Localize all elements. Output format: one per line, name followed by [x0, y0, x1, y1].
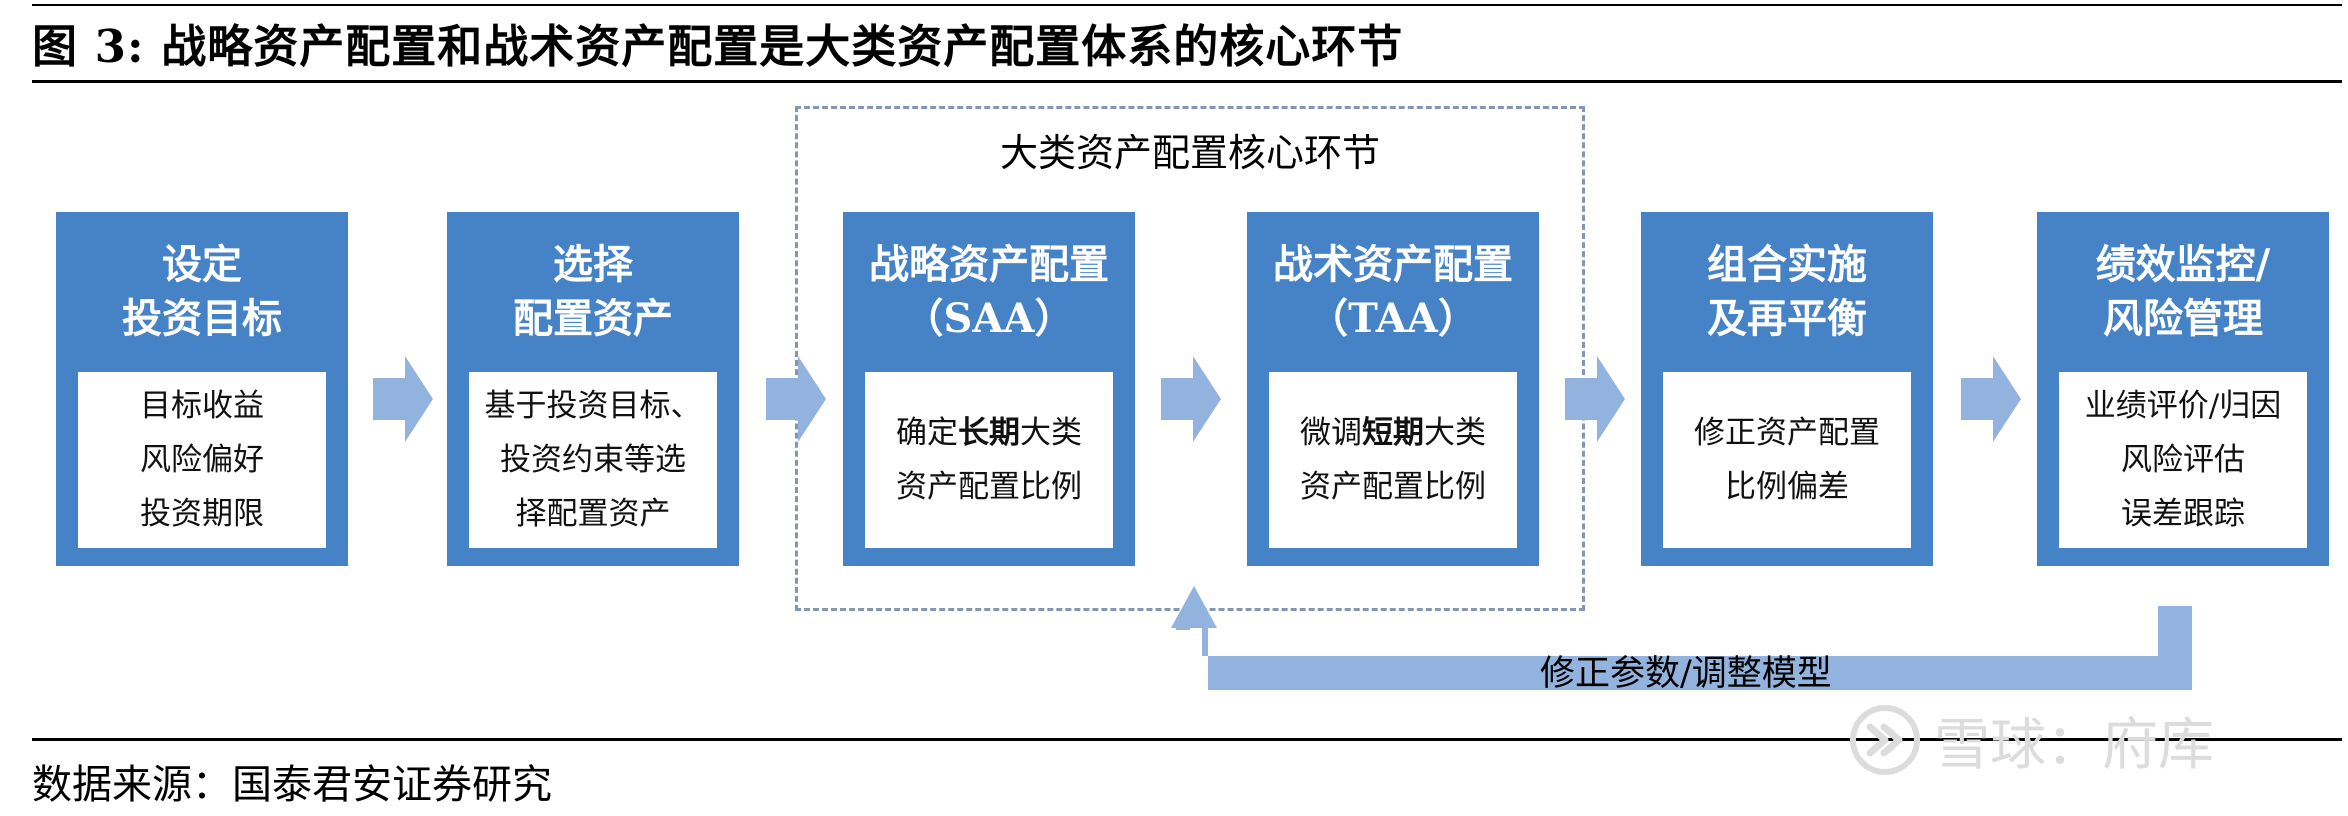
step-strategic-allocation: 战略资产配置 （SAA） 确定长期大类 资产配置比例: [843, 212, 1135, 566]
step-detail-box: 确定长期大类 资产配置比例: [865, 372, 1113, 548]
flow-arrow-icon: [1961, 356, 2021, 442]
title-rule-bottom: [32, 80, 2342, 83]
emphasis-long-term: 长期: [958, 415, 1020, 451]
detail-line: 微调短期大类: [1300, 415, 1486, 451]
step-detail-box: 业绩评价/归因 风险评估 误差跟踪: [2059, 372, 2307, 548]
step-tactical-allocation: 战术资产配置 （TAA） 微调短期大类 资产配置比例: [1247, 212, 1539, 566]
figure-title: 图 3: 战略资产配置和战术资产配置是大类资产配置体系的核心环节: [32, 20, 1404, 73]
data-source: 数据来源：国泰君安证券研究: [32, 762, 552, 808]
flow-arrow-icon: [766, 356, 826, 442]
emphasis-short-term: 短期: [1362, 415, 1424, 451]
core-group-label: 大类资产配置核心环节: [999, 131, 1380, 175]
step-heading: 组合实施 及再平衡: [1707, 241, 1867, 342]
step-detail-box: 基于投资目标、 投资约束等选 择配置资产: [469, 372, 717, 548]
step-monitor-risk-management: 绩效监控/ 风险管理 业绩评价/归因 风险评估 误差跟踪: [2037, 212, 2329, 566]
step-heading: 选择 配置资产: [513, 241, 673, 342]
detail-line: 风险偏好: [140, 442, 264, 478]
detail-line: 风险评估: [2121, 442, 2245, 478]
step-heading: 战术资产配置 （TAA）: [1273, 241, 1513, 342]
feedback-label: 修正参数/调整模型: [1540, 654, 1832, 694]
detail-line: 修正资产配置: [1694, 415, 1880, 451]
detail-line: 目标收益: [140, 388, 264, 424]
detail-line: 比例偏差: [1725, 469, 1849, 505]
step-select-assets: 选择 配置资产 基于投资目标、 投资约束等选 择配置资产: [447, 212, 739, 566]
step-heading: 设定 投资目标: [122, 241, 282, 342]
detail-line: 投资期限: [140, 496, 264, 532]
flow-arrow-icon: [373, 356, 433, 442]
detail-line: 确定长期大类: [896, 415, 1082, 451]
source-rule: [32, 738, 2342, 741]
detail-line: 资产配置比例: [1300, 469, 1486, 505]
step-implement-rebalance: 组合实施 及再平衡 修正资产配置 比例偏差: [1641, 212, 1933, 566]
detail-line: 业绩评价/归因: [2084, 388, 2282, 424]
flow-arrow-icon: [1565, 356, 1625, 442]
watermark-text: 雪球：府库: [1934, 712, 2214, 778]
detail-line: 资产配置比例: [896, 469, 1082, 505]
detail-line: 投资约束等选: [500, 442, 686, 478]
step-heading: 绩效监控/ 风险管理: [2095, 241, 2271, 342]
step-heading: 战略资产配置 （SAA）: [869, 241, 1109, 342]
detail-line: 基于投资目标、: [484, 388, 702, 424]
title-rule-top: [32, 4, 2342, 6]
flow-arrow-icon: [1161, 356, 1221, 442]
snowball-logo-icon: [1850, 705, 1920, 775]
step-detail-box: 修正资产配置 比例偏差: [1663, 372, 1911, 548]
step-detail-box: 目标收益 风险偏好 投资期限: [78, 372, 326, 548]
detail-line: 误差跟踪: [2121, 496, 2245, 532]
step-detail-box: 微调短期大类 资产配置比例: [1269, 372, 1517, 548]
step-set-investment-goal: 设定 投资目标 目标收益 风险偏好 投资期限: [56, 212, 348, 566]
watermark: 雪球：府库: [1848, 700, 2214, 780]
detail-line: 择配置资产: [515, 496, 671, 532]
